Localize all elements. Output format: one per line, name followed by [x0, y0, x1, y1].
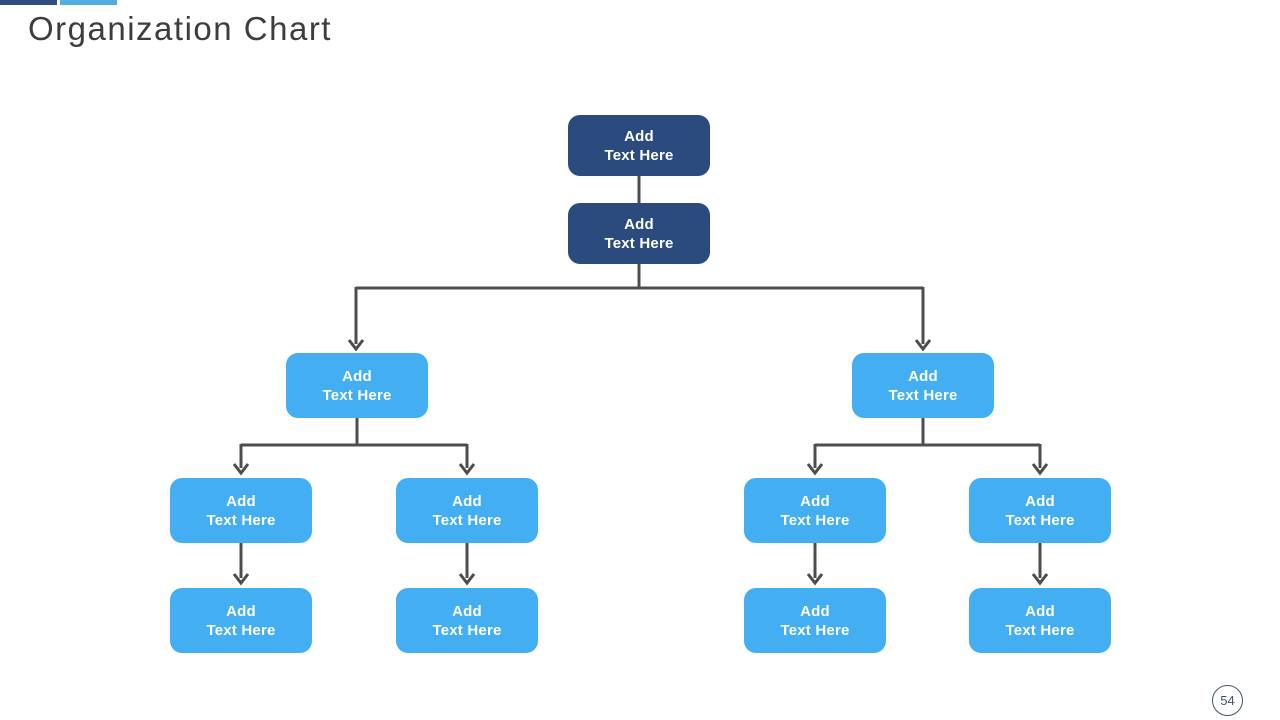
node-label-line2: Text Here: [432, 511, 502, 529]
node-label-line2: Text Here: [1005, 621, 1075, 639]
org-node-member-left-2[interactable]: Add Text Here: [396, 588, 538, 653]
accent-bar-dark: [0, 0, 57, 5]
node-label-line2: Text Here: [888, 386, 958, 404]
node-label-line1: Add: [624, 215, 654, 233]
node-label-line1: Add: [226, 602, 256, 620]
org-node-member-right-1[interactable]: Add Text Here: [744, 588, 886, 653]
org-node-level1-top[interactable]: Add Text Here: [568, 115, 710, 176]
org-node-branch-right[interactable]: Add Text Here: [852, 353, 994, 418]
org-node-team-right-2[interactable]: Add Text Here: [969, 478, 1111, 543]
org-node-team-left-2[interactable]: Add Text Here: [396, 478, 538, 543]
node-label-line2: Text Here: [206, 621, 276, 639]
org-node-branch-left[interactable]: Add Text Here: [286, 353, 428, 418]
node-label-line2: Text Here: [206, 511, 276, 529]
node-label-line1: Add: [452, 492, 482, 510]
org-node-team-left-1[interactable]: Add Text Here: [170, 478, 312, 543]
node-label-line1: Add: [800, 492, 830, 510]
node-label-line1: Add: [1025, 602, 1055, 620]
node-label-line1: Add: [452, 602, 482, 620]
org-node-team-right-1[interactable]: Add Text Here: [744, 478, 886, 543]
org-node-member-left-1[interactable]: Add Text Here: [170, 588, 312, 653]
page-number: 54: [1220, 693, 1235, 708]
node-label-line1: Add: [1025, 492, 1055, 510]
page-number-badge: 54: [1212, 685, 1243, 716]
accent-bar-light: [60, 0, 117, 5]
node-label-line2: Text Here: [1005, 511, 1075, 529]
node-label-line2: Text Here: [432, 621, 502, 639]
org-node-member-right-2[interactable]: Add Text Here: [969, 588, 1111, 653]
node-label-line2: Text Here: [604, 146, 674, 164]
node-label-line1: Add: [800, 602, 830, 620]
node-label-line1: Add: [226, 492, 256, 510]
node-label-line1: Add: [624, 127, 654, 145]
node-label-line1: Add: [908, 367, 938, 385]
node-label-line2: Text Here: [322, 386, 392, 404]
node-label-line2: Text Here: [780, 621, 850, 639]
page-title: Organization Chart: [28, 10, 332, 47]
node-label-line2: Text Here: [604, 234, 674, 252]
node-label-line1: Add: [342, 367, 372, 385]
org-node-level1-deputy[interactable]: Add Text Here: [568, 203, 710, 264]
node-label-line2: Text Here: [780, 511, 850, 529]
